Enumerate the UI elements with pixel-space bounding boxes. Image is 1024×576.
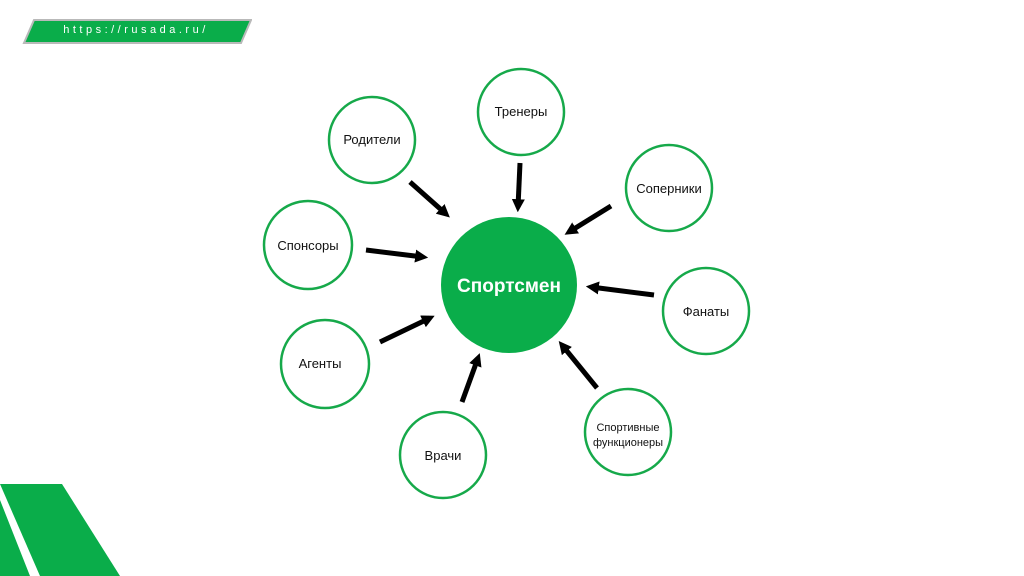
node-label: Агенты xyxy=(299,356,342,371)
node-label-line1: Спортивные xyxy=(596,422,659,434)
arrow-sponsory xyxy=(365,247,429,263)
node-label: Родители xyxy=(343,132,400,147)
center-node xyxy=(441,217,577,353)
arrow-agenty xyxy=(378,315,435,345)
center-label: Спортсмен xyxy=(457,276,561,297)
node-sponsory: Спонсоры xyxy=(262,199,354,291)
node-label: Тренеры xyxy=(495,104,548,119)
url-banner-shape xyxy=(22,19,252,44)
node-label: Спонсоры xyxy=(277,238,338,253)
arrow-roditeli xyxy=(408,180,450,218)
node-label: Соперники xyxy=(636,181,702,196)
arrow-trenery xyxy=(511,162,525,213)
url-banner: https://rusada.ru/ xyxy=(22,18,252,44)
node-roditeli: Родители xyxy=(327,95,417,185)
node-agenty: Агенты xyxy=(279,318,371,410)
node-soperniki: Соперники xyxy=(624,143,714,233)
node-vrachi: Врачи xyxy=(398,410,488,500)
arrow-vrachi xyxy=(459,353,482,403)
node-trenery: Тренеры xyxy=(476,67,566,157)
corner-decoration xyxy=(0,484,120,576)
node-label-line2: функционеры xyxy=(593,437,663,449)
arrow-funktsionery xyxy=(558,340,599,390)
url-link[interactable]: https://rusada.ru/ xyxy=(63,24,209,36)
node-label: Врачи xyxy=(425,448,462,463)
node-fanaty: Фанаты xyxy=(661,266,751,356)
arrow-soperniki xyxy=(564,203,613,235)
node-sportivnye-funktsionery: Спортивные функционеры xyxy=(583,387,673,477)
arrow-fanaty xyxy=(585,281,655,298)
node-label: Фанаты xyxy=(683,304,730,319)
